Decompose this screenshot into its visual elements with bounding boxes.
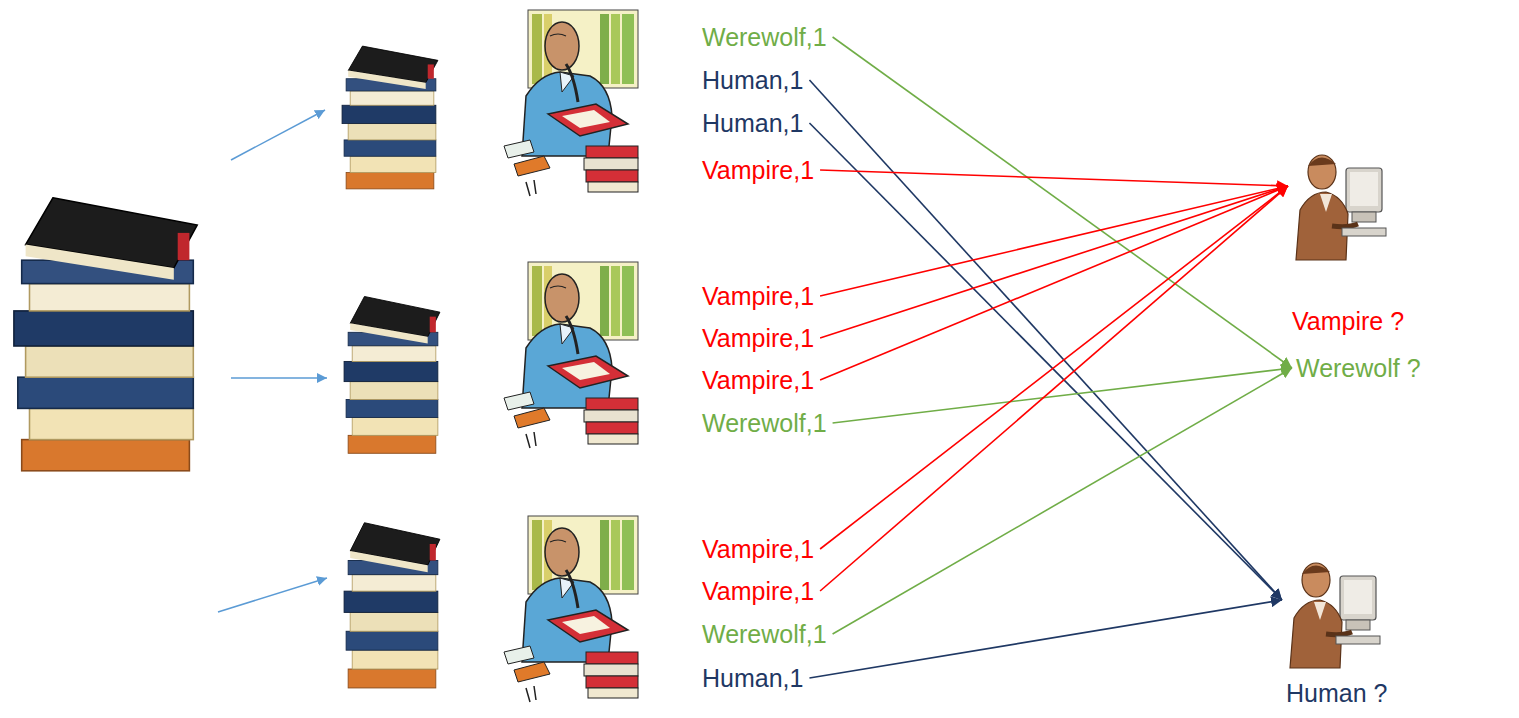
book-pile — [344, 296, 440, 453]
key-value-pair: Human,1 — [700, 108, 805, 138]
key-value-pair: Human,1 — [700, 663, 805, 693]
shuffle-arrow — [820, 186, 1288, 591]
shuffle-arrow — [833, 37, 1292, 368]
shuffle-arrow — [809, 80, 1282, 600]
key-value-pair: Werewolf,1 — [700, 619, 829, 649]
reducer-label: Human ? — [1284, 678, 1389, 708]
mapper-figure — [504, 10, 638, 196]
reducer-label: Vampire ? — [1290, 306, 1406, 336]
shuffle-arrow — [809, 123, 1282, 600]
shuffle-arrow — [820, 170, 1288, 186]
mapper-figure — [504, 262, 638, 448]
reducer-node: Human ? — [1284, 548, 1389, 708]
key-value-pair: Human,1 — [700, 65, 805, 95]
pair-text: Human,1 — [700, 108, 805, 138]
shuffle-arrow — [820, 186, 1288, 380]
key-value-pair: Werewolf,1 — [700, 408, 829, 438]
key-value-pair: Vampire,1 — [700, 576, 816, 606]
reducer-figure — [1290, 563, 1380, 668]
pair-text: Werewolf,1 — [700, 22, 829, 52]
split-arrow — [231, 110, 325, 160]
reducer-node: Vampire ? — [1290, 140, 1406, 336]
pair-text: Vampire,1 — [700, 534, 816, 564]
shuffle-arrow — [820, 186, 1288, 338]
mapper-figure — [504, 516, 638, 702]
shuffle-arrow — [833, 368, 1292, 634]
pair-text: Vampire,1 — [700, 155, 816, 185]
pair-text: Vampire,1 — [700, 323, 816, 353]
book-pile — [342, 46, 438, 189]
key-value-pair: Vampire,1 — [700, 534, 816, 564]
split-arrow — [218, 578, 327, 612]
key-value-pair: Vampire,1 — [700, 155, 816, 185]
pair-text: Vampire,1 — [700, 365, 816, 395]
pair-text: Vampire,1 — [700, 281, 816, 311]
pair-text: Human,1 — [700, 65, 805, 95]
pair-text: Werewolf,1 — [700, 619, 829, 649]
reducer-figure — [1296, 155, 1386, 260]
pair-text: Human,1 — [700, 663, 805, 693]
pair-text: Werewolf,1 — [700, 408, 829, 438]
shuffle-arrow — [833, 368, 1292, 423]
book-pile — [344, 523, 440, 688]
key-value-pair: Vampire,1 — [700, 323, 816, 353]
shuffle-arrow — [809, 600, 1282, 678]
shuffle-arrow — [820, 186, 1288, 549]
split-arrow — [231, 377, 327, 379]
key-value-pair: Werewolf ? — [1294, 353, 1423, 383]
key-value-pair: Werewolf,1 — [700, 22, 829, 52]
key-value-pair: Vampire,1 — [700, 281, 816, 311]
pair-text: Werewolf ? — [1294, 353, 1423, 383]
key-value-pair: Vampire,1 — [700, 365, 816, 395]
book-pile — [14, 198, 197, 471]
pair-text: Vampire,1 — [700, 576, 816, 606]
